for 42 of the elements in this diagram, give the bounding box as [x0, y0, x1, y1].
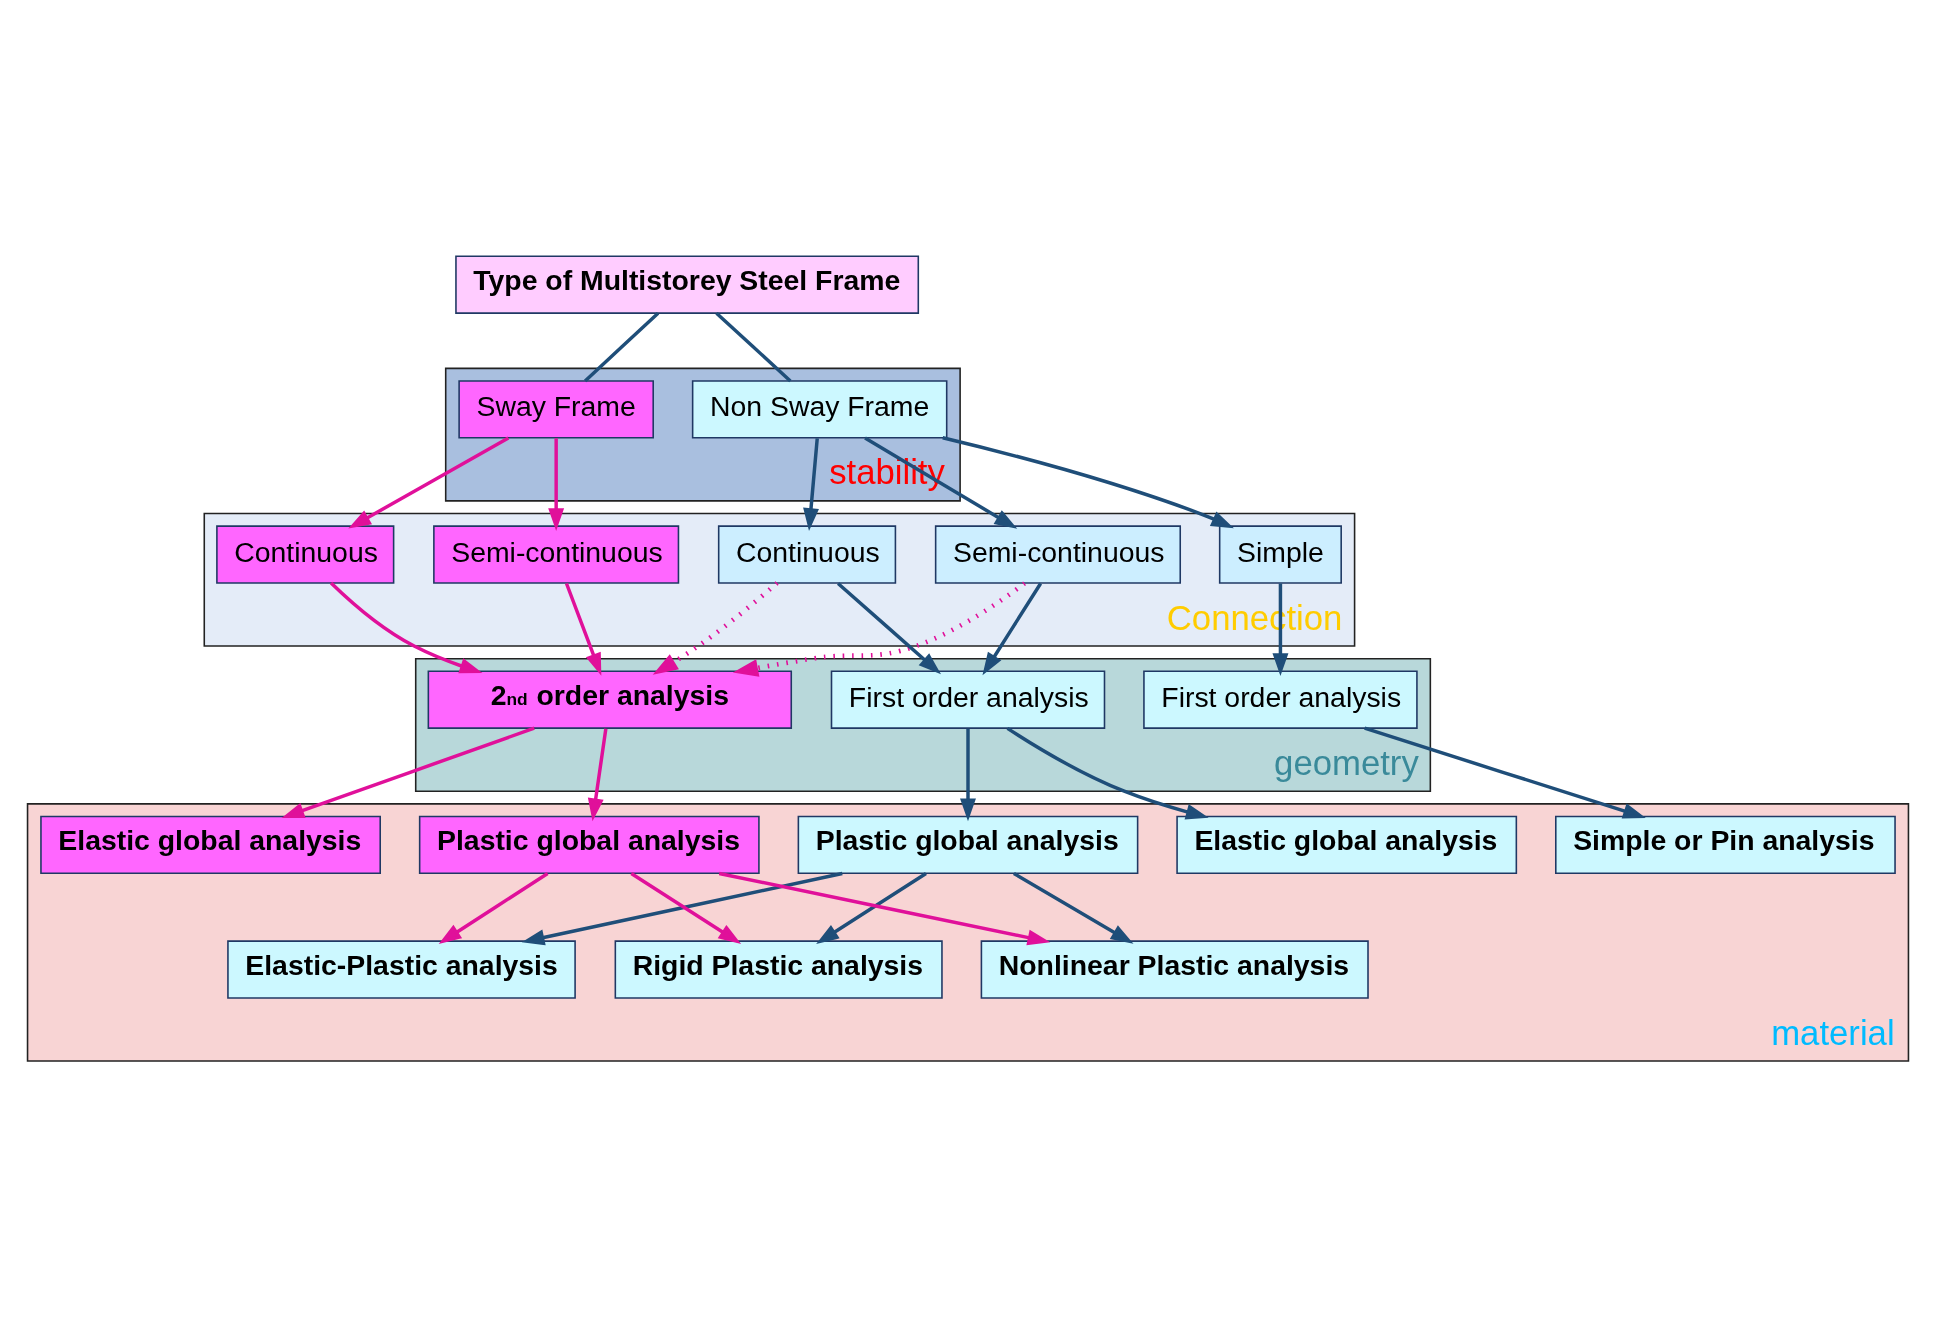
arrow: [548, 438, 565, 531]
node-box: First order analysis: [830, 670, 1106, 729]
arrow: [587, 728, 608, 822]
arrow: [732, 581, 1026, 677]
node-box: Simple: [1218, 525, 1342, 584]
arrow: [718, 871, 1051, 946]
connector: [583, 312, 660, 383]
node-box: Semi-continuous: [433, 525, 680, 584]
arrow: [652, 581, 779, 675]
arrow: [836, 582, 941, 675]
arrow: [960, 728, 976, 822]
arrow: [982, 582, 1043, 676]
node-box: Nonlinear Plastic analysis: [980, 940, 1369, 999]
node-box: Elastic global analysis: [1176, 815, 1518, 875]
arrow: [438, 871, 549, 944]
node-box: Simple or Pin analysis: [1555, 815, 1896, 875]
connector: [715, 312, 792, 383]
node-box: Continuous: [717, 525, 897, 584]
arrow: [1364, 726, 1646, 819]
node-box: Rigid Plastic analysis: [614, 940, 943, 999]
arrow: [942, 436, 1234, 529]
node-box: Plastic global analysis: [418, 815, 760, 875]
node-box: 2nd order analysis: [427, 670, 793, 729]
arrow: [564, 582, 602, 676]
arrow: [348, 436, 510, 529]
arrow: [803, 438, 819, 531]
node-box: Sway Frame: [458, 380, 654, 439]
node-box: Non Sway Frame: [691, 380, 948, 439]
arrow: [630, 871, 742, 944]
node-box: Continuous: [216, 525, 395, 584]
node-box: First order analysis: [1143, 670, 1418, 729]
arrow: [281, 726, 535, 819]
arrow: [816, 871, 927, 944]
arrow: [329, 581, 483, 674]
node-box: Semi-continuous: [934, 525, 1181, 584]
arrow: [521, 871, 843, 946]
node-box: Plastic global analysis: [797, 815, 1139, 875]
arrow: [1013, 871, 1134, 944]
arrow: [1006, 726, 1209, 820]
node-box: Elastic global analysis: [40, 815, 381, 875]
node-box: Type of Multistorey Steel Frame: [455, 255, 920, 314]
node-box: Elastic-Plastic analysis: [227, 940, 576, 999]
